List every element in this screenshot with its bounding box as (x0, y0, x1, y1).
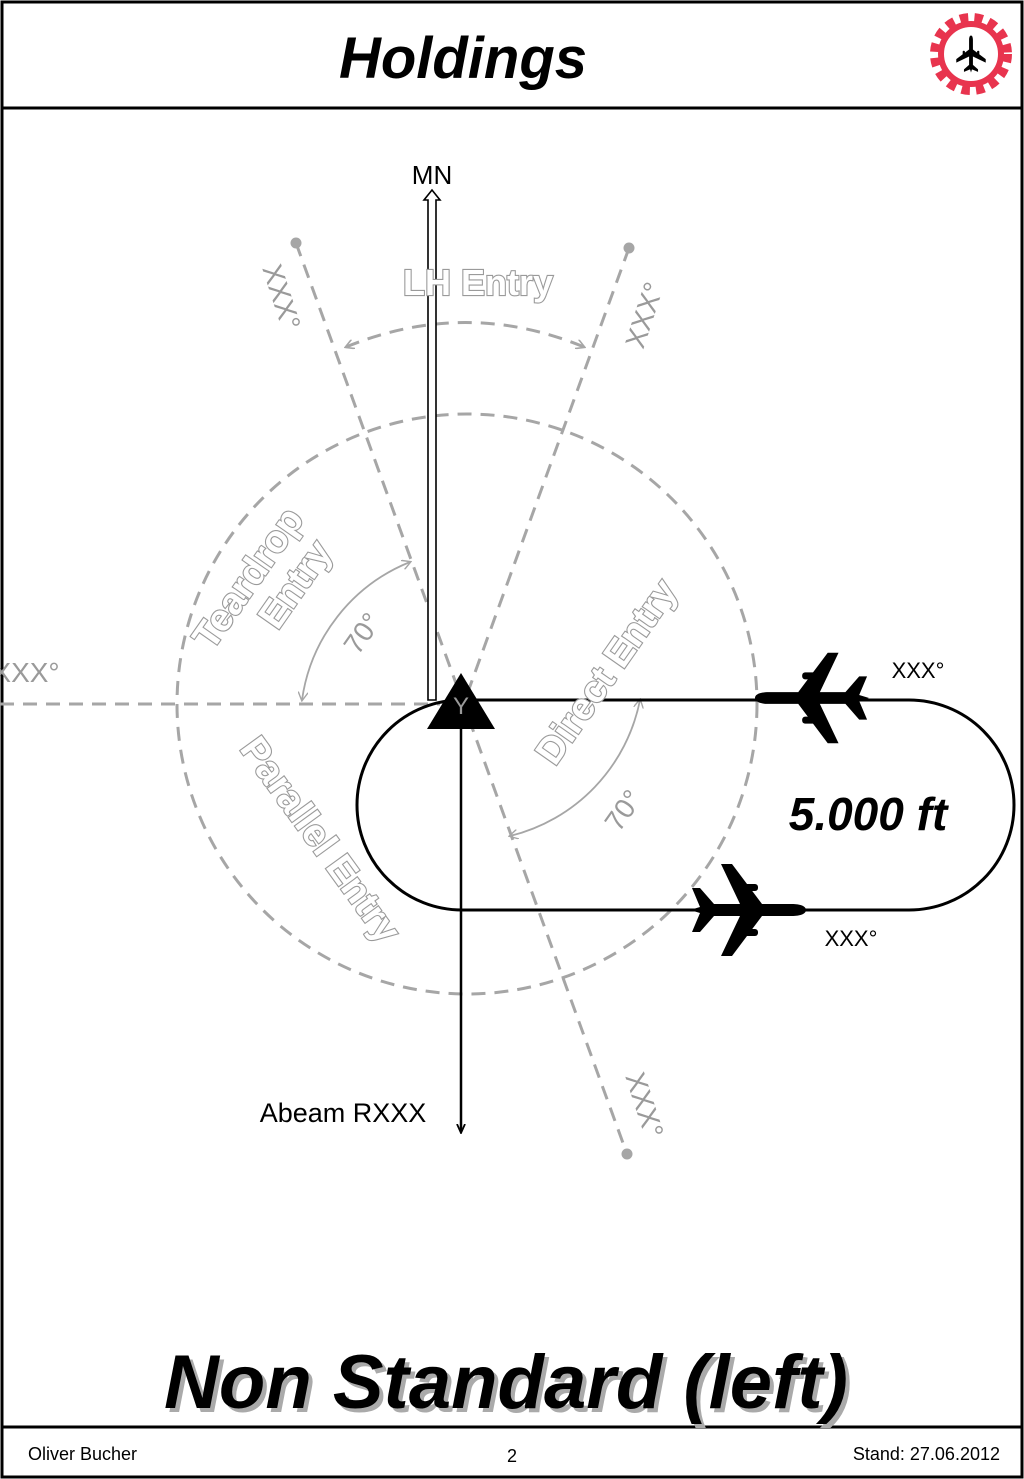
magnetic-north-arrow (422, 188, 442, 701)
svg-text:XXX°: XXX° (619, 1068, 669, 1142)
direct-angle-label: 70° (599, 784, 649, 836)
radial-label-lower: XXX° (619, 1068, 669, 1142)
svg-text:70°: 70° (338, 607, 388, 659)
lh-entry-arc (346, 321, 584, 348)
radial-label-upper-right: XXX° (619, 278, 669, 352)
page-number: 2 (507, 1446, 517, 1466)
fix-letter: Y (453, 693, 469, 720)
teardrop-entry-label: Teardrop Entry (184, 499, 342, 658)
holding-fix-icon (427, 673, 495, 729)
entry-circle (175, 412, 759, 996)
svg-text:Direct Entry: Direct Entry (528, 572, 686, 773)
subtitle-shadow: Non Standard (left) (168, 1344, 852, 1429)
track-inbound-label: XXX° (892, 658, 945, 683)
radial-line-direct (463, 247, 631, 701)
radial-end-dot (621, 1148, 633, 1160)
author: Oliver Bucher (28, 1444, 137, 1464)
radial-end-dot (623, 242, 635, 254)
radial-label-upper-left: XXX° (256, 260, 306, 334)
date-stamp: Stand: 27.06.2012 (853, 1444, 1000, 1464)
svg-text:XXX°: XXX° (619, 278, 669, 352)
lh-entry-label: LH Entry (403, 262, 553, 303)
airplane-outbound-icon (690, 864, 806, 956)
abeam-label: Abeam RXXX (260, 1098, 427, 1128)
svg-text:Parallel Entry: Parallel Entry (232, 729, 409, 950)
page-title: Holdings (339, 26, 587, 91)
subtitle: Non Standard (left) (164, 1340, 848, 1425)
teardrop-angle-arc (302, 562, 410, 700)
teardrop-angle-label: 70° (338, 607, 388, 659)
airplane-inbound-icon (754, 652, 870, 744)
svg-text:XXX°: XXX° (256, 260, 306, 334)
altitude-label: 5.000 ft (789, 788, 949, 840)
gear-airplane-logo-icon (930, 13, 1012, 95)
svg-text:70°: 70° (599, 784, 649, 836)
track-outbound-label: XXX° (825, 926, 878, 951)
parallel-entry-label: Parallel Entry (231, 728, 410, 951)
holding-racetrack (355, 698, 1016, 912)
direct-angle-arc (510, 700, 640, 836)
direct-entry-label: Direct Entry (527, 571, 687, 774)
radial-end-dot (290, 237, 302, 249)
radial-label-left: XXX° (0, 657, 60, 688)
north-label: MN (412, 160, 452, 190)
